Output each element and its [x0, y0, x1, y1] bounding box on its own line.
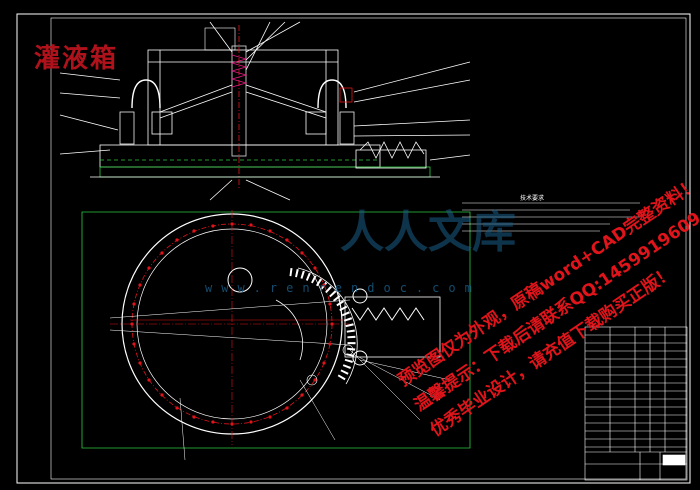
bolt-hole-ring [130, 222, 334, 426]
technical-notes-title: 技术要求 [520, 195, 545, 202]
site-watermark: www.renrendoc.com [205, 281, 481, 295]
drawing-title-stamp: 灌液箱 [34, 44, 119, 74]
drawing-inner-frame [50, 17, 687, 480]
front-view [59, 21, 471, 201]
brand-watermark: 人人文库 [340, 207, 516, 258]
plan-view [81, 210, 471, 461]
item-balloons [306, 344, 354, 386]
title-block [584, 326, 688, 481]
technical-notes [462, 202, 640, 232]
drawing-frame [16, 13, 691, 484]
